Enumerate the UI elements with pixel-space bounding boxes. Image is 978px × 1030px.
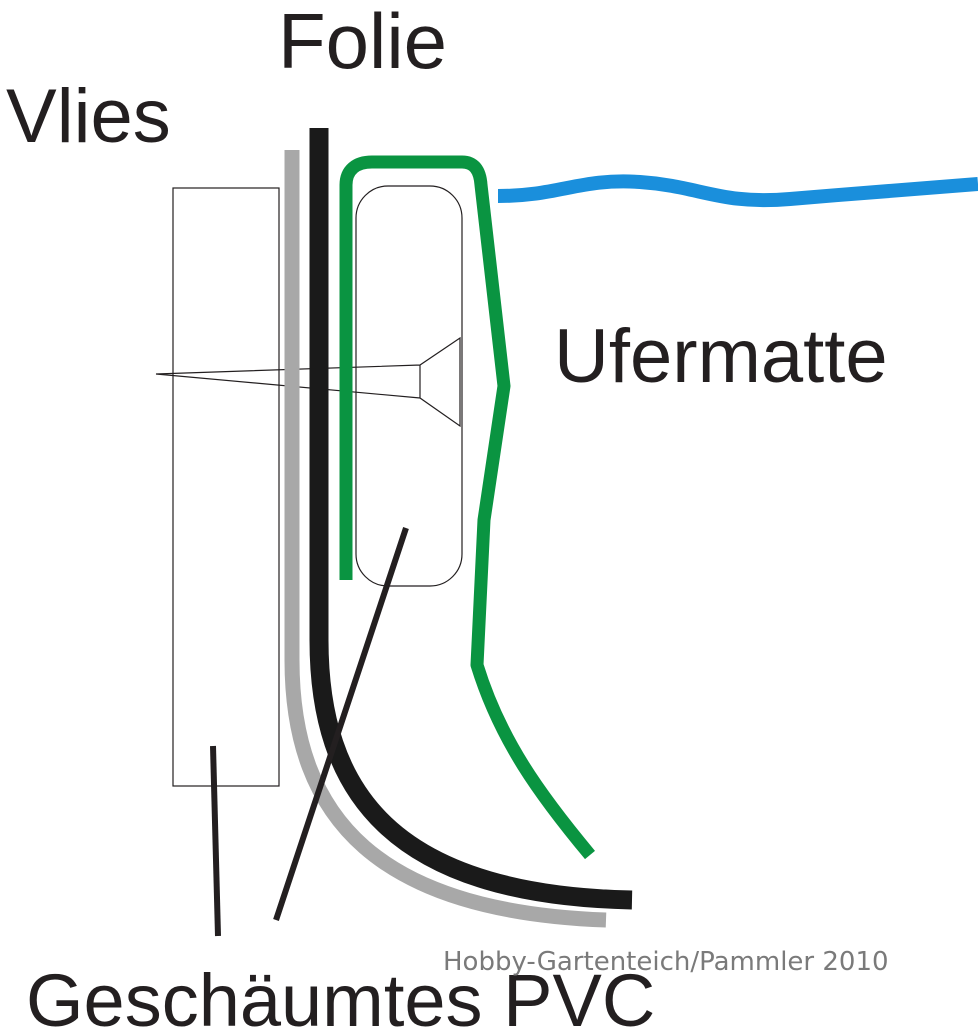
pvc-pointer-line bbox=[273, 527, 409, 921]
label-vlies: Vlies bbox=[6, 74, 171, 159]
credit-text: Hobby-Gartenteich/Pammler 2010 bbox=[443, 947, 889, 977]
label-ufermatte: Ufermatte bbox=[554, 314, 888, 399]
wall-board-outline bbox=[172, 187, 280, 787]
pvc-profile-outline bbox=[355, 185, 463, 587]
vlies-pointer-line bbox=[210, 745, 221, 937]
screw-icon bbox=[155, 336, 461, 428]
ufermatte-line bbox=[339, 155, 595, 860]
label-folie: Folie bbox=[278, 0, 447, 85]
folie-line bbox=[309, 128, 633, 910]
vlies-line bbox=[284, 150, 607, 928]
water-surface-line bbox=[497, 174, 978, 208]
label-geschaeumtes-pvc: Geschäumtes PVC bbox=[26, 959, 655, 1030]
